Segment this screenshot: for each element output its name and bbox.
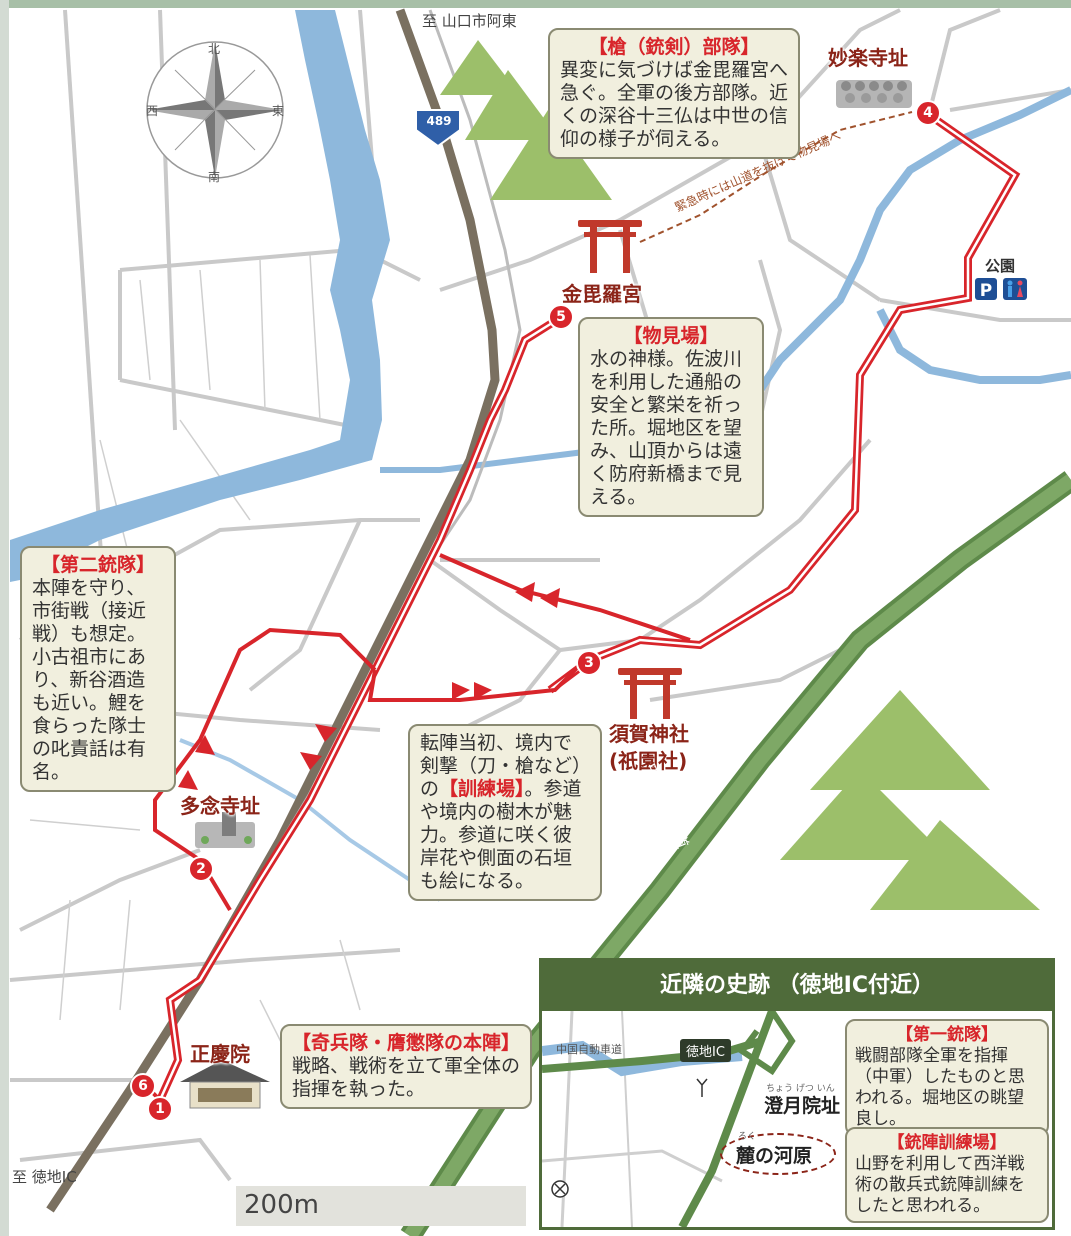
inset-site2-ruby: ろく	[738, 1132, 757, 1142]
compass-west-label: 西	[146, 104, 159, 118]
parking-icon: P	[975, 278, 997, 301]
route-badge	[415, 109, 461, 148]
park-label: 公園	[985, 257, 1016, 275]
callout-kunren-body-after: 。参道や境内の樹木が魅力。参道に咲く彼岸花や側面の石垣も絵になる。	[420, 778, 582, 892]
callout-monomiba-title: 【物見場】	[623, 325, 719, 347]
callout-jujin-title: 【銃陣訓練場】	[887, 1133, 1007, 1153]
callout-jujin: 【銃陣訓練場】 山野を利用して西洋戦術の散兵式銃陣訓練をしたと思われる。	[845, 1127, 1049, 1223]
compass-rose	[146, 41, 284, 179]
compass-south-label: 南	[208, 170, 221, 184]
compass-east-label: 東	[272, 104, 285, 118]
emergency-path	[639, 111, 913, 243]
toilet-icon	[1003, 278, 1027, 300]
inset-site1-ruby: ちょう げつ いん	[766, 1084, 835, 1094]
suga-sub-label: (祇園社)	[609, 749, 688, 773]
direction-north-label: 至 山口市阿東	[422, 12, 517, 30]
inset-site1-label: 澄月院址	[764, 1095, 841, 1117]
callout-kunren: 転陣当初、境内で剣撃（刀・槍など）の【訓練場】。参道や境内の樹木が魅力。参道に咲…	[408, 724, 602, 901]
callout-daiichi-body: 戦闘部隊全軍を指揮（中軍）したものと思われる。堀地区の眺望良し。	[855, 1046, 1025, 1129]
svg-text:P: P	[980, 281, 992, 301]
callout-kunren-body-before: 転陣当初、境内で剣撃（刀・槍など）の	[420, 732, 582, 800]
shokeiin-label: 正慶院	[190, 1042, 250, 1066]
callout-honjin: 【奇兵隊・膺懲隊の本陣】 戦略、戦術を立て軍全体の指揮を執った。	[280, 1024, 532, 1109]
pin-3[interactable]: 3	[576, 650, 602, 676]
inset-title: 近隣の史跡 （徳地IC付近）	[542, 961, 1052, 1011]
top-band	[0, 0, 1071, 8]
pin-1[interactable]: 1	[147, 1096, 173, 1122]
callout-yari-body: 異変に気づけば金毘羅宮へ急ぐ。全軍の後方部隊。近くの深谷十三仏は中世の信仰の様子…	[560, 59, 789, 150]
scale-bar: 200m	[236, 1186, 526, 1226]
inset-road-label: 中国自動車道	[556, 1043, 622, 1056]
route-badge-number: 489	[426, 114, 452, 128]
direction-south-label: 至 徳地IC	[12, 1168, 77, 1186]
callout-daini-body: 本陣を守り、市街戦（接近戦）も想定。小古祖市にあり、新谷酒造も近い。鯉を食らった…	[32, 577, 147, 783]
railway	[46, 8, 500, 1213]
callout-honjin-title: 【奇兵隊・膺懲隊の本陣】	[292, 1032, 521, 1054]
tanenji-label: 多念寺址	[180, 794, 260, 818]
pin-6[interactable]: 6	[130, 1073, 156, 1099]
callout-monomiba: 【物見場】 水の神様。佐波川を利用した通船の安全と繁栄を祈った所。堀地区を望み、…	[578, 317, 764, 517]
inset-site2-label: 麓の河原	[736, 1145, 813, 1167]
pin-4[interactable]: 4	[915, 100, 941, 126]
inset-site2-oval	[720, 1133, 836, 1175]
tributary-stream-2	[876, 308, 1071, 384]
myorakuji-label: 妙楽寺址	[828, 46, 908, 70]
callout-daini-title: 【第二銃隊】	[40, 554, 155, 576]
pin-5[interactable]: 5	[548, 304, 574, 330]
callout-yari-title: 【槍（銃剣）部隊】	[588, 36, 760, 58]
callout-jujin-body: 山野を利用して西洋戦術の散兵式銃陣訓練をしたと思われる。	[855, 1154, 1025, 1216]
torii-konpira-icon	[578, 220, 642, 273]
callout-daini: 【第二銃隊】 本陣を守り、市街戦（接近戦）も想定。小古祖市にあり、新谷酒造も近い…	[20, 546, 176, 792]
ruin-myorakuji-icon	[836, 80, 912, 108]
left-strip	[0, 0, 9, 1236]
konpira-label: 金毘羅宮	[562, 282, 642, 306]
callout-kunren-highlight: 【訓練場】	[439, 778, 525, 800]
local-roads	[9, 8, 1071, 1182]
compass-north-label: 北	[208, 42, 221, 56]
inset-ic-label: 徳地IC	[680, 1039, 731, 1062]
ruin-tanenji-icon	[195, 812, 255, 848]
tributary-stream	[756, 86, 1071, 393]
temple-shokeiin-icon	[180, 1060, 270, 1109]
route-arrows	[178, 582, 560, 790]
callout-honjin-body: 戦略、戦術を立て軍全体の指揮を執った。	[292, 1055, 521, 1100]
suga-label: 須賀神社	[609, 722, 689, 746]
scale-label: 200m	[244, 1190, 319, 1220]
callout-daiichi-title: 【第一銃隊】	[896, 1025, 998, 1045]
callout-yari: 【槍（銃剣）部隊】 異変に気づけば金毘羅宮へ急ぐ。全軍の後方部隊。近くの深谷十三…	[548, 28, 800, 159]
torii-suga-icon	[618, 668, 682, 719]
red-route	[138, 108, 1021, 1102]
callout-daiichi: 【第一銃隊】 戦闘部隊全軍を指揮（中軍）したものと思われる。堀地区の眺望良し。	[845, 1019, 1049, 1136]
inset-map: 近隣の史跡 （徳地IC付近） 中国自動車道 徳地IC ちょう げつ いん 澄月院…	[539, 958, 1055, 1230]
callout-monomiba-body: 水の神様。佐波川を利用した通船の安全と繁栄を祈った所。堀地区を望み、山頂からは遠…	[590, 348, 743, 508]
pin-2[interactable]: 2	[188, 856, 214, 882]
